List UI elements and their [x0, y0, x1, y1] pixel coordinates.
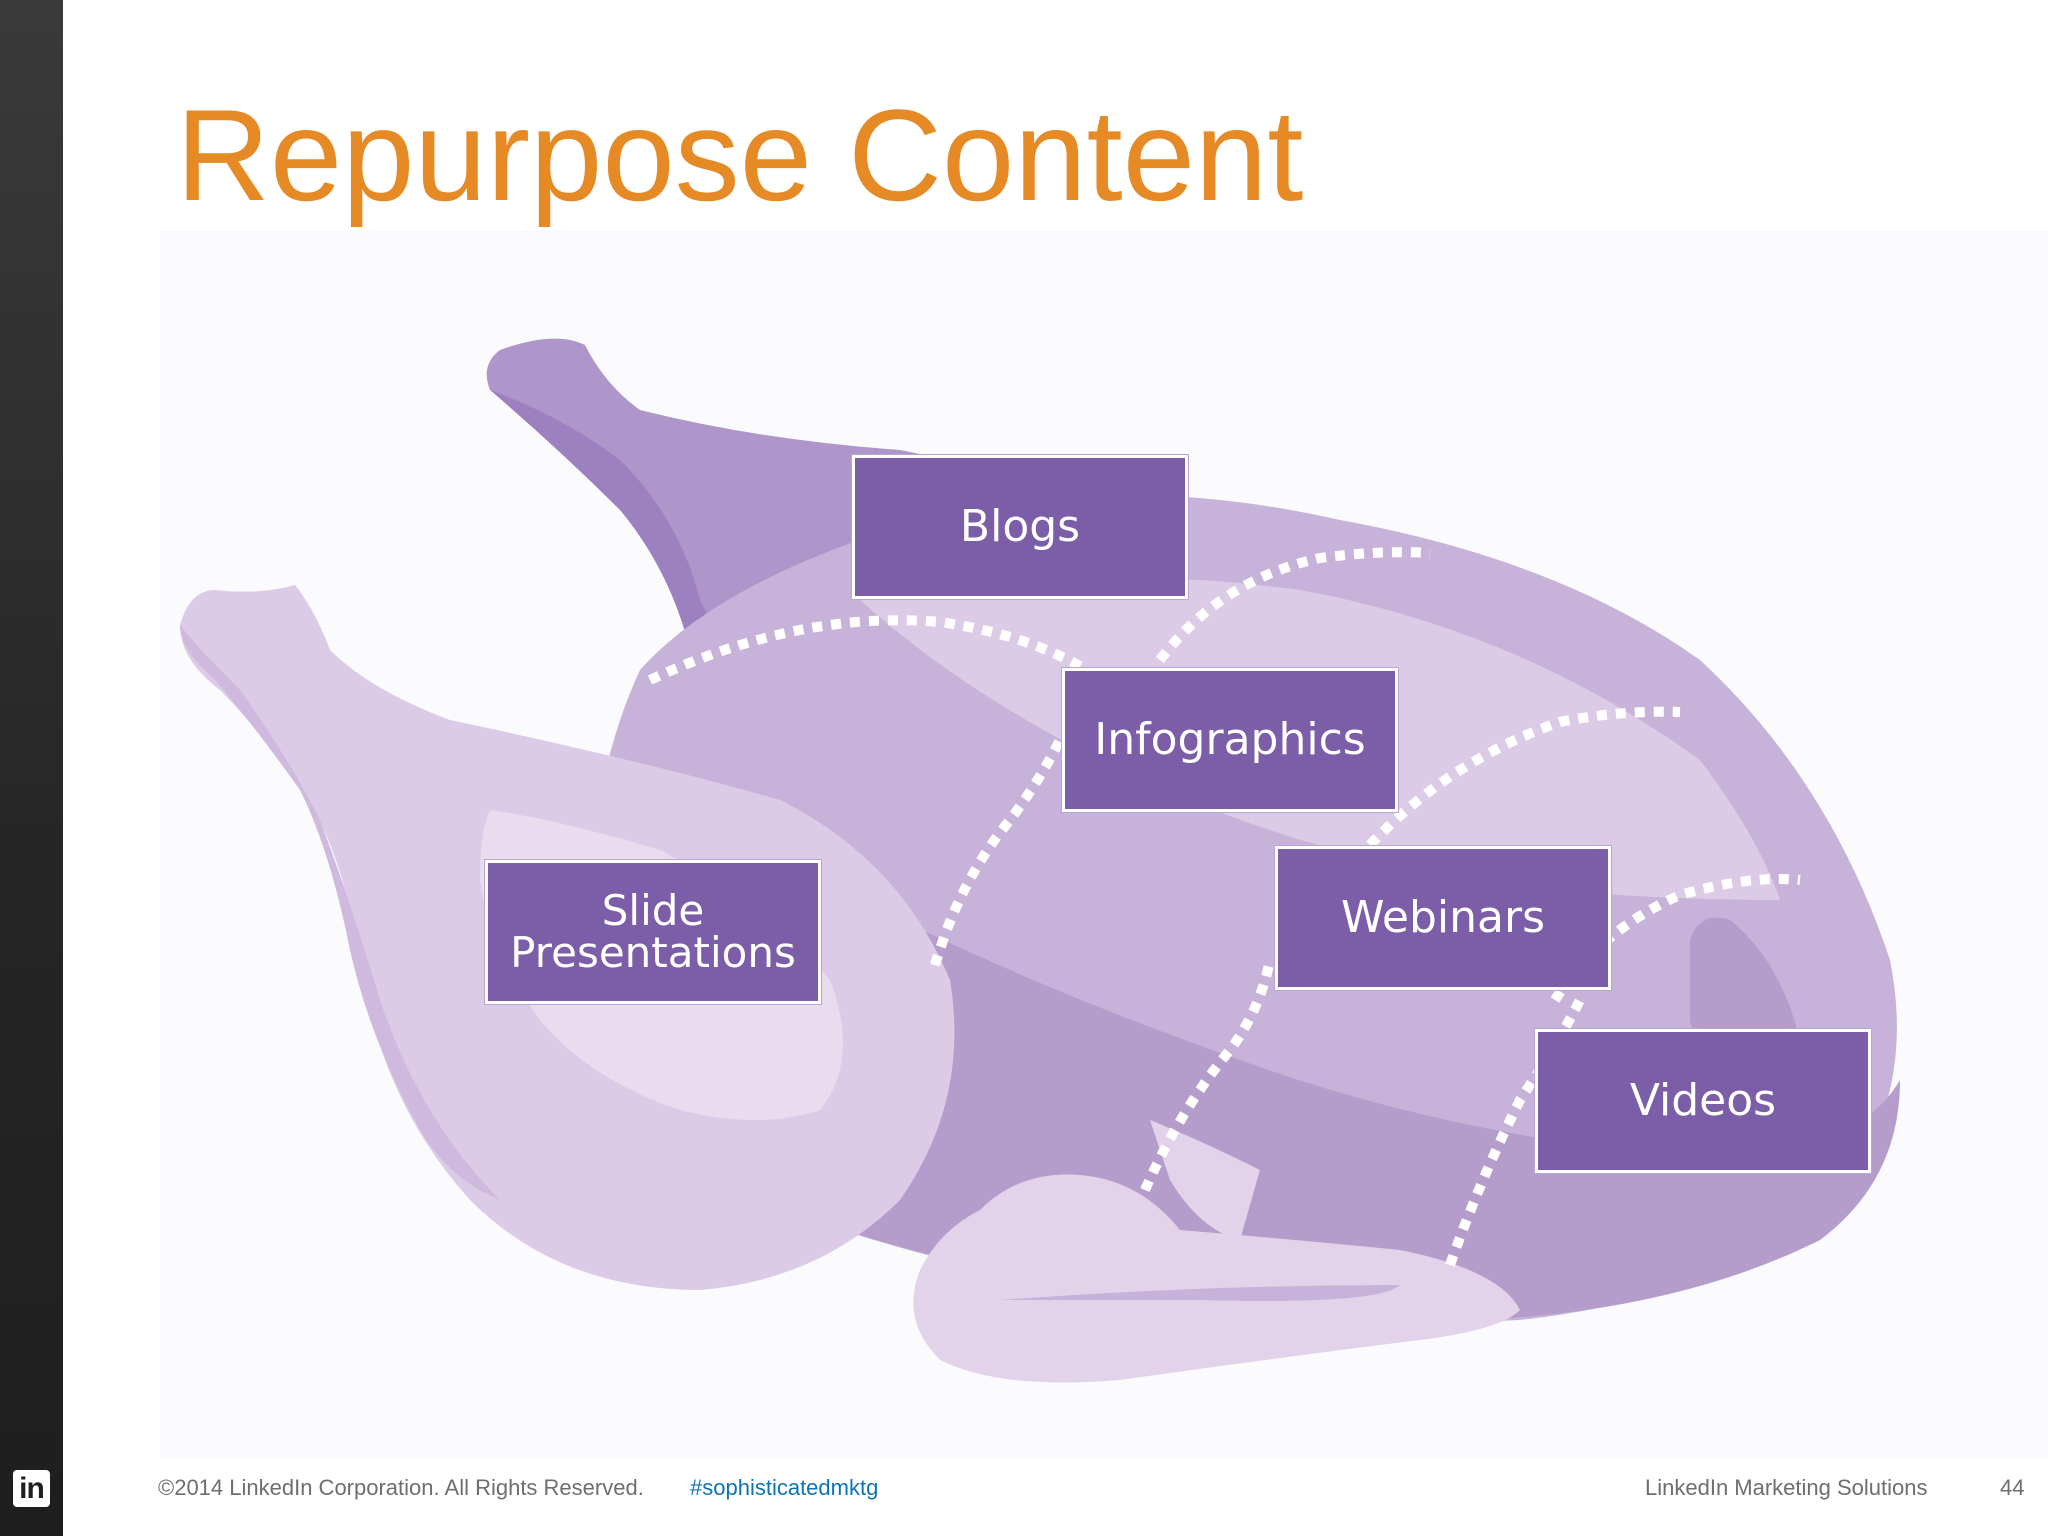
cut-line-4 [1366, 706, 1681, 849]
label-webinars: Webinars [1274, 845, 1612, 991]
cut-line-5 [1140, 959, 1275, 1193]
linkedin-logo-icon: in [13, 1470, 50, 1507]
label-slide-presentations: Slide Presentations [484, 859, 822, 1005]
turkey-lower-wing [913, 1174, 1520, 1383]
cut-line-7 [1445, 997, 1585, 1267]
label-videos: Videos [1534, 1028, 1872, 1174]
slide-title: Repurpose Content [176, 82, 1304, 228]
cut-lines [647, 547, 1801, 1267]
cut-line-3 [930, 737, 1065, 967]
turkey-lower-wing-shade [1000, 1285, 1400, 1301]
footer-hashtag[interactable]: #sophisticatedmktg [690, 1475, 879, 1500]
page-number: 44 [2000, 1475, 2025, 1500]
cut-line-1 [647, 615, 1093, 685]
turkey-leg-detail [1150, 1120, 1260, 1240]
cut-line-6 [1550, 874, 1801, 1003]
left-sidebar-bar: in [0, 0, 63, 1536]
label-blogs: Blogs [851, 454, 1189, 600]
turkey-body-shadow [588, 760, 1900, 1320]
footer-brand: LinkedIn Marketing Solutions [1645, 1475, 1928, 1500]
label-infographics: Infographics [1061, 667, 1399, 813]
footer-copyright: ©2014 LinkedIn Corporation. All Rights R… [158, 1475, 644, 1500]
cut-line-2 [1156, 547, 1431, 664]
